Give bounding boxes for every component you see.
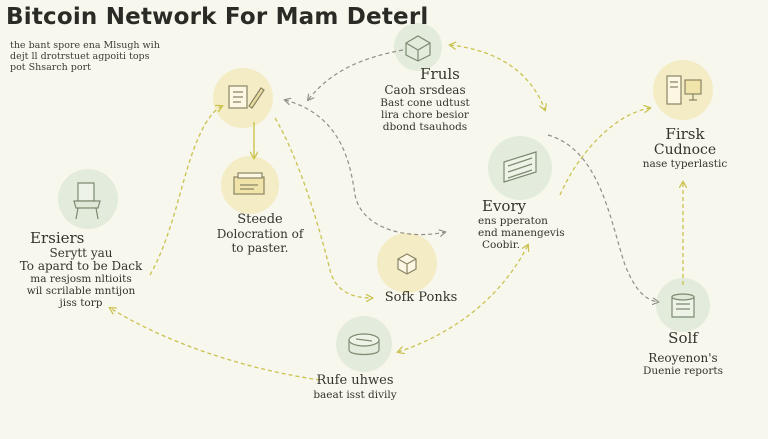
node-heading: Sofk Ponks (384, 290, 458, 305)
computer-icon (666, 75, 702, 105)
node-steede: Steede Dolocration of to paster. (205, 212, 315, 255)
node-evory: Evory ens pperaton end manengevis Coobir… (478, 197, 588, 252)
intro-note: the bant spore ena Mlsugh wih dejt ll dr… (10, 40, 160, 73)
arrow-bottom-to-center (398, 245, 528, 352)
intro-line: dejt ll drotrstuet agpoiti tops (10, 51, 150, 62)
arrow-center-to-jar (547, 134, 658, 302)
server-icon (503, 151, 537, 183)
node-line: wil scrilable mntijon (26, 285, 136, 297)
cube-icon (397, 253, 417, 275)
node-line: end manengevis (478, 227, 565, 239)
intro-line: the bant spore ena Mlsugh wih (10, 40, 160, 51)
chair-icon (73, 182, 101, 220)
node-heading: Rufe uhwes (316, 373, 394, 388)
node-line: Reoyenon's (648, 351, 718, 365)
arrow-crate-to-pen (308, 49, 404, 100)
blob-top-center (394, 23, 442, 71)
arrow-center-to-computer (559, 108, 650, 196)
node-line: ma resjosm nltioits (30, 273, 132, 285)
node-line: Coobir. (482, 239, 520, 251)
arrow-pen-to-soft (274, 117, 372, 298)
node-fruls: Fruls Caoh srsdeas Bast cone udtust lira… (370, 65, 480, 134)
node-line: To apard to be Dack (19, 259, 143, 273)
arrow-bottom-to-left (110, 308, 321, 381)
node-line: to paster. (231, 241, 289, 255)
page-title: Bitcoin Network For Mam Deterl (6, 4, 429, 30)
jar-icon (671, 293, 695, 318)
node-solf: Solf Reoyenon's Duenie reports (628, 329, 738, 378)
node-rufe-uhwes: Rufe uhwes baeat isst divily (300, 372, 410, 401)
node-ersiers: Ersiers Serytt yau To apard to be Dack m… (16, 229, 146, 310)
intro-line: pot Shsarch port (10, 62, 91, 73)
node-heading: Solf (668, 329, 698, 347)
node-line: jiss torp (59, 297, 103, 309)
bitcoin-wallet-icon (233, 172, 265, 195)
node-firsk: Firsk Cudnoce nase typerlastic (625, 125, 745, 171)
coin-stack-icon (348, 333, 380, 356)
node-heading: Firsk (665, 125, 705, 143)
node-heading: Evory (482, 197, 527, 215)
node-line: Bast cone udtust (380, 97, 470, 109)
arrow-crate-to-server (450, 45, 545, 110)
node-line: nase typerlastic (642, 158, 728, 170)
crate-icon (405, 35, 431, 62)
node-line: Duenie reports (643, 365, 723, 377)
node-line: lira chore besior (381, 109, 469, 121)
blob-right-top (653, 60, 713, 120)
node-line: ens pperaton (478, 215, 548, 227)
arrow-pen-to-center (285, 100, 445, 235)
node-heading: Ersiers (30, 229, 85, 247)
arrow-left-to-pen (149, 106, 222, 276)
node-heading: Fruls (420, 65, 460, 83)
node-line: Serytt yau (49, 246, 113, 260)
node-line: Caoh srsdeas (384, 83, 466, 97)
node-sofk-ponks: Sofk Ponks (376, 289, 466, 306)
node-line: dbond tsauhods (382, 121, 468, 133)
node-line: Dolocration of (216, 227, 304, 241)
document-pen-icon (228, 85, 265, 109)
node-line: baeat isst divily (313, 389, 397, 401)
node-heading: Steede (237, 212, 283, 227)
node-line: Cudnoce (653, 142, 717, 158)
